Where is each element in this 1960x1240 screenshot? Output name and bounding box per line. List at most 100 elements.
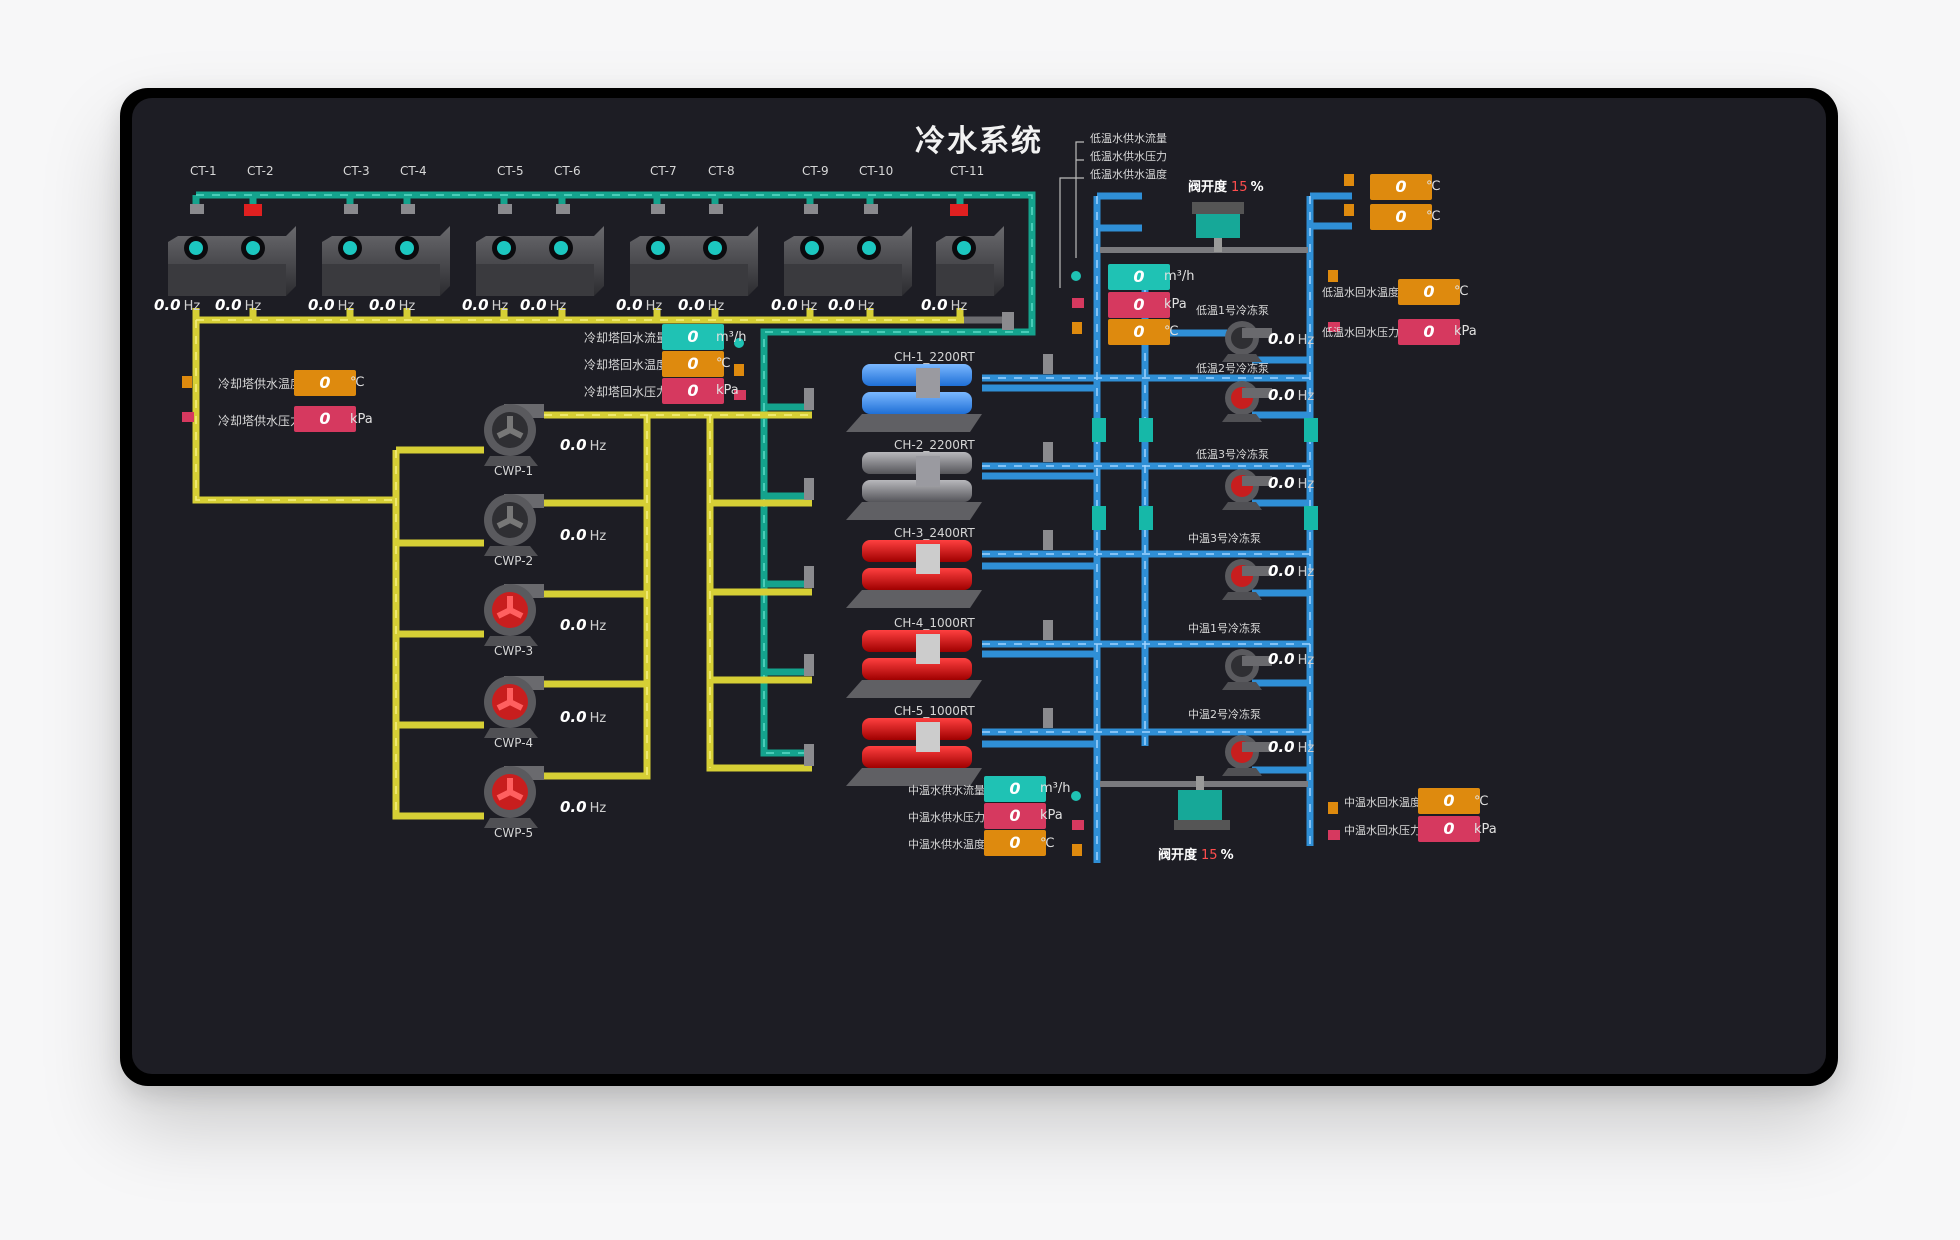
low-return-temp-label: 低温水回水温度 <box>1322 286 1399 299</box>
ct-label-10: CT-10 <box>859 164 894 178</box>
device-frame: 冷水系统 <box>120 88 1838 1086</box>
right-top-value-2: 0 <box>1370 204 1432 230</box>
mid-supply-flow-value: 0 <box>984 776 1046 802</box>
mid-return-temp-value: 0 <box>1418 788 1480 814</box>
ct-return-flow-unit: m³/h <box>716 330 747 345</box>
chw-pump-label-3: 低温3号冷冻泵 <box>1196 448 1269 461</box>
ct-return-flow-value: 0 <box>662 324 724 350</box>
ct-label-3: CT-3 <box>343 164 370 178</box>
chw-pump-label-5: 中温1号冷冻泵 <box>1188 622 1261 635</box>
mid-return-pressure-unit: kPa <box>1474 822 1497 837</box>
mid-supply-flow-unit: m³/h <box>1040 781 1071 796</box>
mid-return-temp-label: 中温水回水温度 <box>1344 796 1421 809</box>
scada-screen: 冷水系统 <box>132 98 1826 1074</box>
chw-pump-label-4: 中温3号冷冻泵 <box>1188 532 1261 545</box>
low-supply-legend-temp: 低温水供水温度 <box>1090 168 1167 181</box>
ct-return-flow-label: 冷却塔回水流量 <box>584 331 669 345</box>
low-supply-legend-pressure: 低温水供水压力 <box>1090 150 1167 163</box>
ct-supply-temp-unit: ℃ <box>350 375 365 390</box>
chw-pump-label-1: 低温1号冷冻泵 <box>1196 304 1269 317</box>
ct-label-8: CT-8 <box>708 164 735 178</box>
ct-supply-pressure-unit: kPa <box>350 412 373 427</box>
low-return-pressure-value: 0 <box>1398 319 1460 345</box>
chw-pump-label-6: 中温2号冷冻泵 <box>1188 708 1261 721</box>
ct-label-1: CT-1 <box>190 164 217 178</box>
low-supply-legend-flow: 低温水供水流量 <box>1090 132 1167 145</box>
ct-return-pressure-value: 0 <box>662 378 724 404</box>
ct-label-6: CT-6 <box>554 164 581 178</box>
low-return-temp-value: 0 <box>1398 279 1460 305</box>
mid-supply-temp-label: 中温水供水温度 <box>908 838 985 851</box>
chiller-label-5: CH-5_1000RT <box>894 704 975 718</box>
ct-label-5: CT-5 <box>497 164 524 178</box>
ct-label-9: CT-9 <box>802 164 829 178</box>
piping-diagram <box>168 141 1354 863</box>
ct-supply-pressure-label: 冷却塔供水压力 <box>218 414 303 428</box>
ct-label-11: CT-11 <box>950 164 985 178</box>
cwp-label-3: CWP-3 <box>494 644 534 658</box>
mid-supply-pressure-unit: kPa <box>1040 808 1063 823</box>
chw-pump-label-2: 低温2号冷冻泵 <box>1196 362 1269 375</box>
mid-return-pressure-label: 中温水回水压力 <box>1344 824 1421 837</box>
ct-supply-temp-label: 冷却塔供水温度 <box>218 377 303 391</box>
low-return-temp-unit: ℃ <box>1454 284 1469 299</box>
ct-return-temp-value: 0 <box>662 351 724 377</box>
chiller-label-3: CH-3_2400RT <box>894 526 975 540</box>
right-top-value-1: 0 <box>1370 174 1432 200</box>
chiller-label-2: CH-2_2200RT <box>894 438 975 452</box>
cwp-label-4: CWP-4 <box>494 736 534 750</box>
chiller-label-4: CH-4_1000RT <box>894 616 975 630</box>
ct-label-2: CT-2 <box>247 164 274 178</box>
low-return-pressure-unit: kPa <box>1454 324 1477 339</box>
ct-label-4: CT-4 <box>400 164 427 178</box>
ct-label-7: CT-7 <box>650 164 677 178</box>
low-return-pressure-label: 低温水回水压力 <box>1322 326 1399 339</box>
mid-supply-temp-value: 0 <box>984 830 1046 856</box>
mid-supply-pressure-value: 0 <box>984 803 1046 829</box>
cwp-label-5: CWP-5 <box>494 826 534 840</box>
ct-return-pressure-unit: kPa <box>716 383 739 398</box>
ct-supply-temp-value: 0 <box>294 370 356 396</box>
page-title: 冷水系统 <box>915 124 1043 159</box>
mid-supply-temp-unit: ℃ <box>1040 836 1055 851</box>
mid-supply-flow-label: 中温水供水流量 <box>908 784 985 797</box>
chiller-label-1: CH-1_2200RT <box>894 350 975 364</box>
right-top-unit-1: ℃ <box>1426 179 1441 194</box>
low-supply-flow-unit: m³/h <box>1164 269 1195 284</box>
mid-return-pressure-value: 0 <box>1418 816 1480 842</box>
ct-return-temp-label: 冷却塔回水温度 <box>584 358 669 372</box>
ct-supply-pressure-value: 0 <box>294 406 356 432</box>
cwp-label-2: CWP-2 <box>494 554 534 568</box>
low-supply-temp-value: 0 <box>1108 319 1170 345</box>
low-supply-flow-value: 0 <box>1108 264 1170 290</box>
mid-return-temp-unit: ℃ <box>1474 794 1489 809</box>
low-supply-pressure-unit: kPa <box>1164 297 1187 312</box>
low-supply-temp-unit: ℃ <box>1164 324 1179 339</box>
cwp-label-1: CWP-1 <box>494 464 534 478</box>
ct-return-temp-unit: ℃ <box>716 356 731 371</box>
right-top-unit-2: ℃ <box>1426 209 1441 224</box>
low-supply-pressure-value: 0 <box>1108 292 1170 318</box>
